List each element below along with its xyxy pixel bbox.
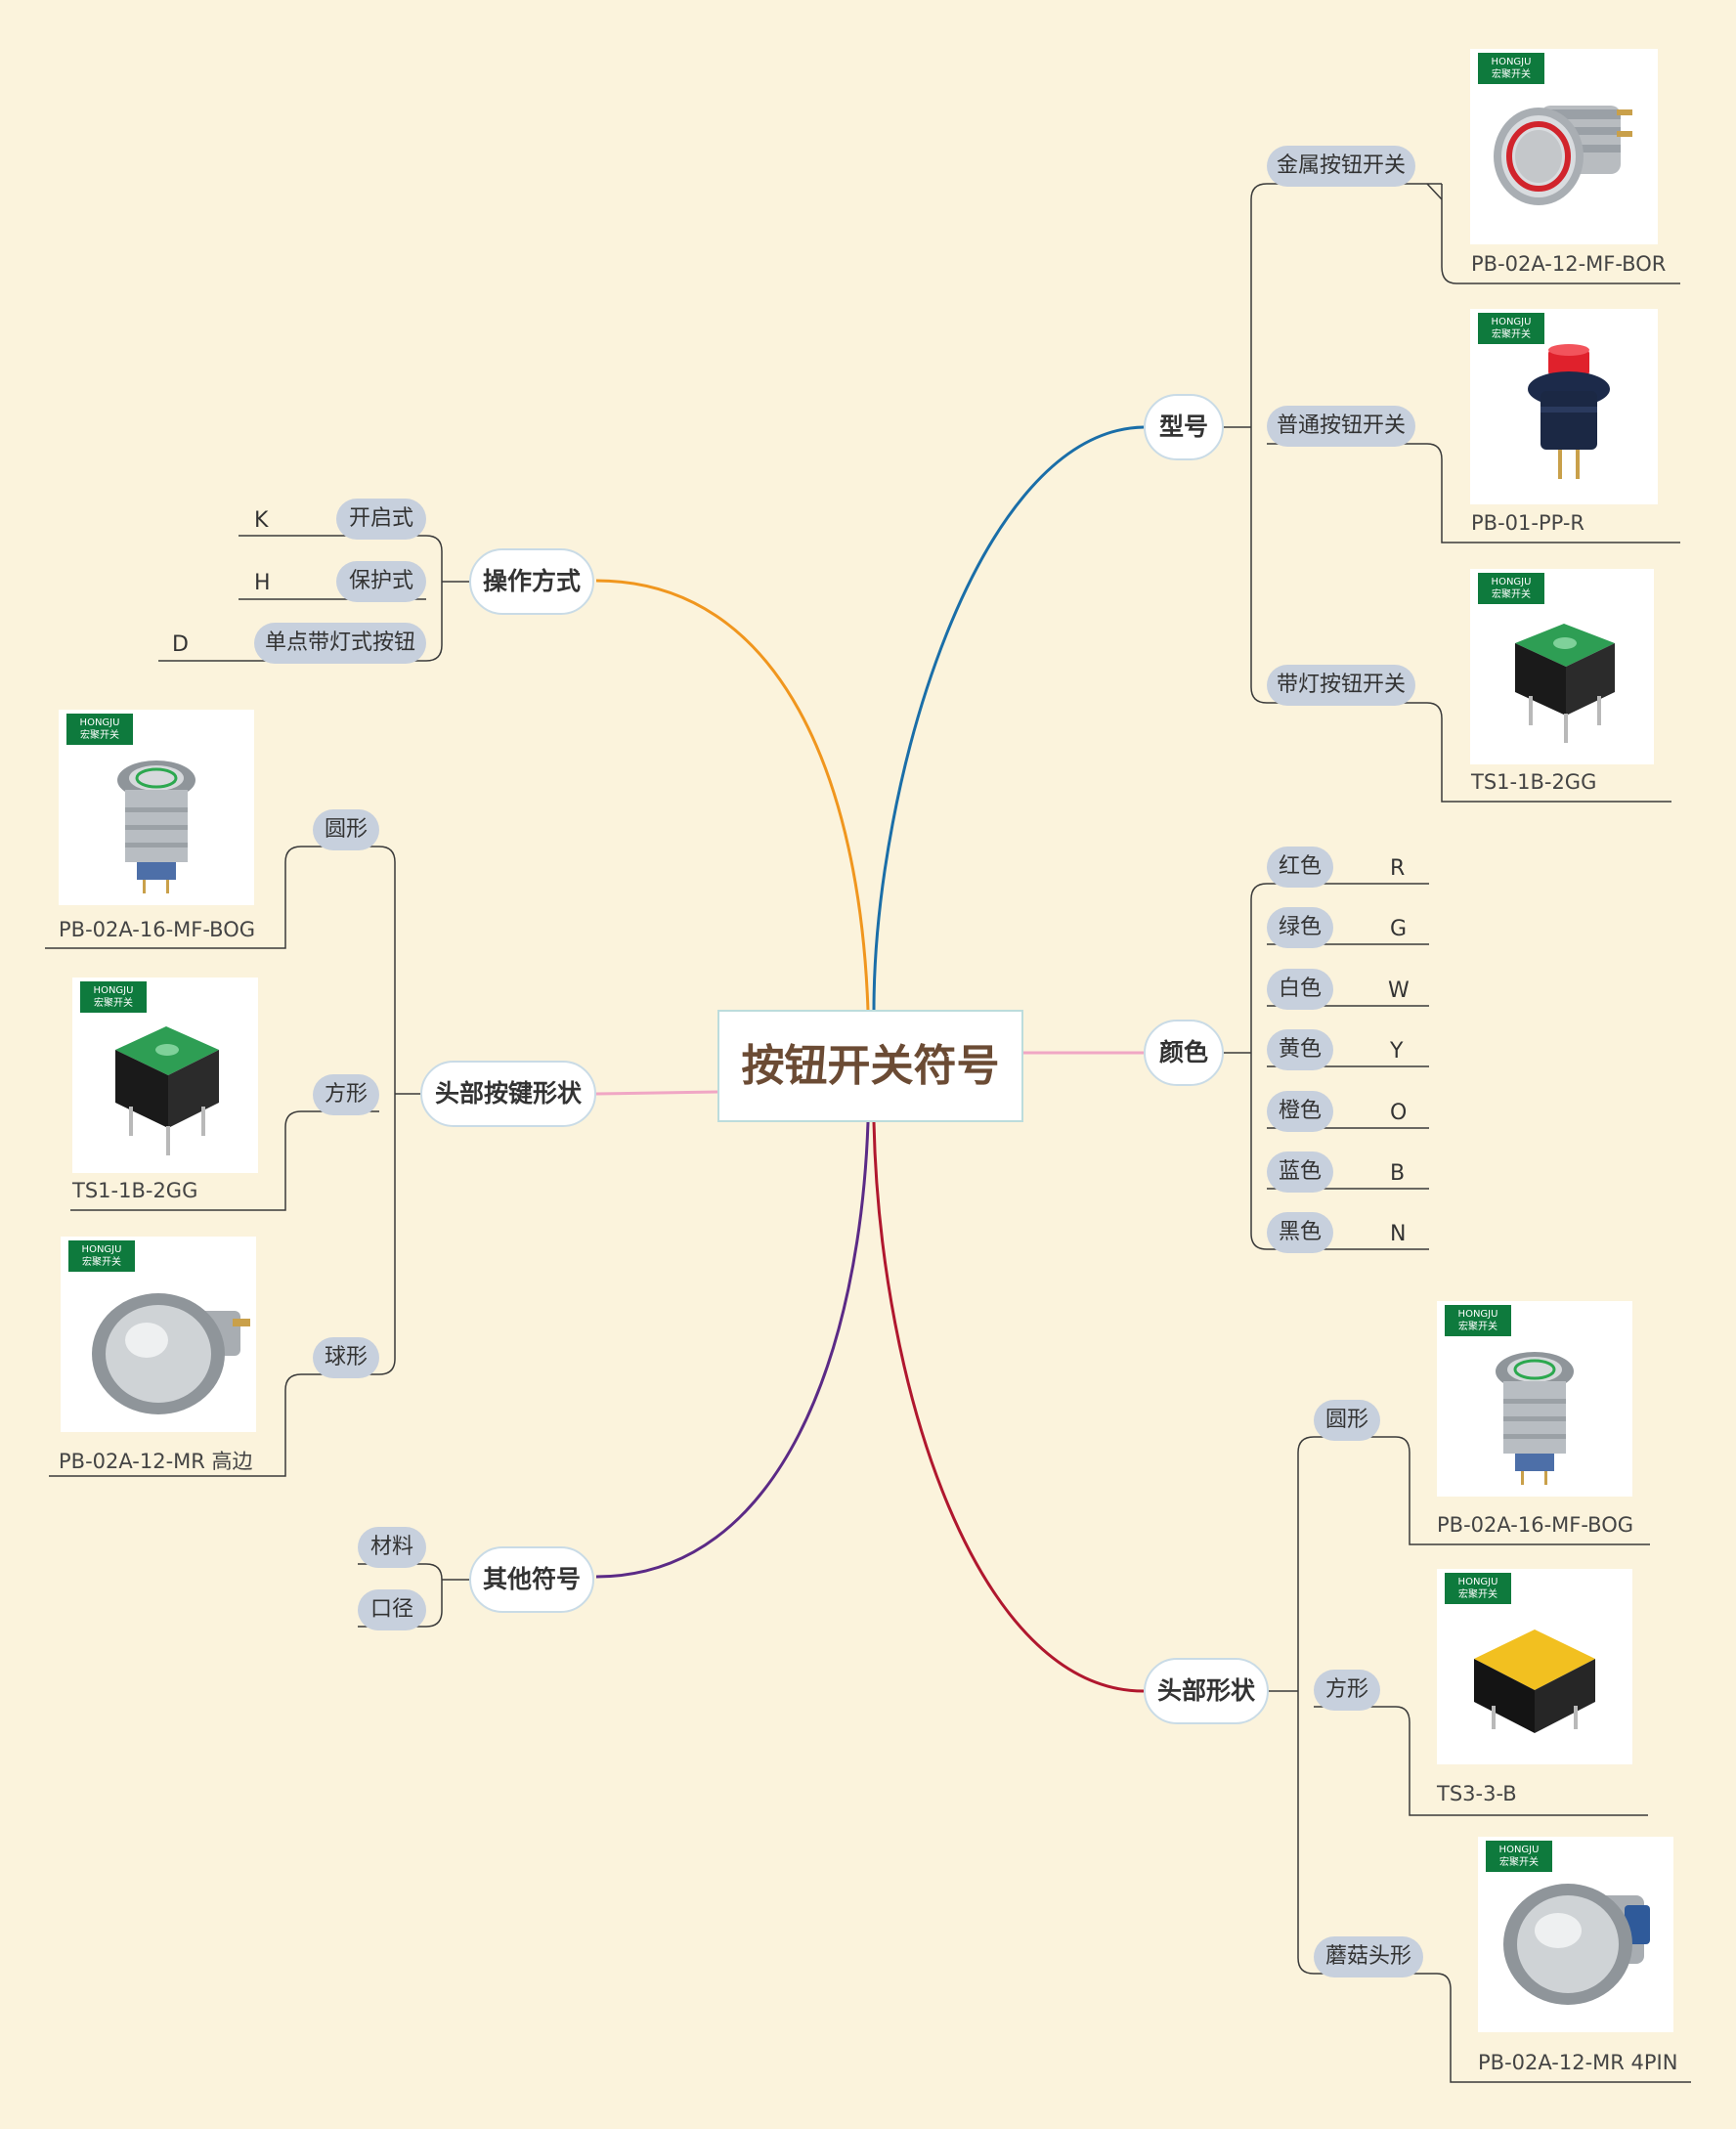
operation-lighted[interactable]: 单点带灯式按钮 bbox=[254, 623, 426, 664]
key-shape-round[interactable]: 圆形 bbox=[313, 809, 379, 850]
topic-key-shape[interactable]: 头部按键形状 bbox=[420, 1061, 596, 1127]
topic-other[interactable]: 其他符号 bbox=[469, 1546, 594, 1613]
head-shape-code-3: PB-02A-12-MR 4PIN bbox=[1478, 2051, 1678, 2074]
topic-color[interactable]: 颜色 bbox=[1144, 1020, 1224, 1086]
color-code-blue: B bbox=[1390, 1161, 1406, 1186]
head-shape-mushroom[interactable]: 蘑菇头形 bbox=[1314, 1936, 1423, 1977]
color-code-black: N bbox=[1390, 1222, 1407, 1246]
operation-code-k: K bbox=[254, 508, 269, 533]
head-shape-code-2: TS3-3-B bbox=[1437, 1782, 1517, 1805]
topic-head-shape[interactable]: 头部形状 bbox=[1144, 1658, 1269, 1724]
color-item-yellow[interactable]: 黄色 bbox=[1267, 1029, 1333, 1070]
central-topic[interactable]: 按钮开关符号 bbox=[717, 1010, 1023, 1122]
other-material[interactable]: 材料 bbox=[358, 1527, 426, 1568]
color-item-orange[interactable]: 橙色 bbox=[1267, 1091, 1333, 1132]
topic-model[interactable]: 型号 bbox=[1144, 394, 1224, 460]
other-caliber[interactable]: 口径 bbox=[358, 1589, 426, 1630]
model-item-metal[interactable]: 金属按钮开关 bbox=[1267, 146, 1415, 187]
operation-protected[interactable]: 保护式 bbox=[336, 561, 426, 602]
model-item-normal[interactable]: 普通按钮开关 bbox=[1267, 406, 1415, 447]
model-code-2: PB-01-PP-R bbox=[1471, 511, 1584, 535]
color-code-red: R bbox=[1390, 856, 1406, 881]
operation-code-h: H bbox=[254, 571, 271, 595]
color-code-yellow: Y bbox=[1390, 1039, 1404, 1064]
operation-open[interactable]: 开启式 bbox=[336, 499, 426, 540]
head-shape-code-1: PB-02A-16-MF-BOG bbox=[1437, 1513, 1634, 1537]
color-item-white[interactable]: 白色 bbox=[1267, 969, 1333, 1010]
color-item-blue[interactable]: 蓝色 bbox=[1267, 1151, 1333, 1193]
operation-code-d: D bbox=[172, 632, 189, 657]
key-shape-code-3: PB-02A-12-MR 高边 bbox=[59, 1450, 253, 1473]
head-shape-square[interactable]: 方形 bbox=[1314, 1670, 1380, 1711]
model-code-1: PB-02A-12-MF-BOR bbox=[1471, 252, 1667, 276]
key-shape-code-1: PB-02A-16-MF-BOG bbox=[59, 918, 256, 941]
model-code-3: TS1-1B-2GG bbox=[1471, 770, 1597, 794]
color-item-green[interactable]: 绿色 bbox=[1267, 907, 1333, 948]
color-code-orange: O bbox=[1390, 1101, 1408, 1125]
color-item-black[interactable]: 黑色 bbox=[1267, 1212, 1333, 1253]
key-shape-code-2: TS1-1B-2GG bbox=[72, 1179, 198, 1202]
key-shape-square[interactable]: 方形 bbox=[313, 1074, 379, 1115]
topic-operation[interactable]: 操作方式 bbox=[469, 548, 594, 615]
color-item-red[interactable]: 红色 bbox=[1267, 847, 1333, 888]
color-code-green: G bbox=[1390, 917, 1408, 941]
key-shape-ball[interactable]: 球形 bbox=[313, 1337, 379, 1378]
head-shape-round[interactable]: 圆形 bbox=[1314, 1400, 1380, 1441]
color-code-white: W bbox=[1388, 978, 1410, 1003]
model-item-lighted[interactable]: 带灯按钮开关 bbox=[1267, 665, 1415, 706]
